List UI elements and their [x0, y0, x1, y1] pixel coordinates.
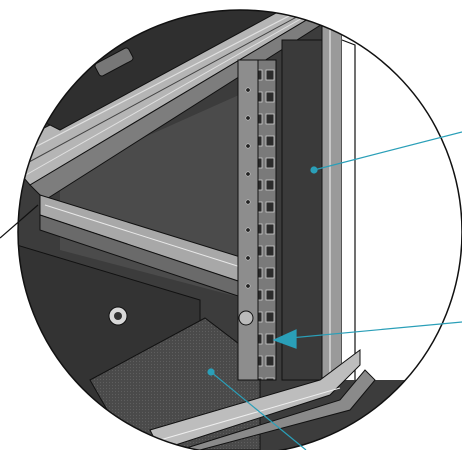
side-panel: [281, 39, 323, 381]
rail-round-holes: [245, 87, 251, 289]
side-frame-post: [321, 19, 343, 381]
bottom-frame: [149, 349, 361, 450]
circle-magnifier-frame: [17, 9, 462, 450]
floor-screw-icon: [108, 306, 128, 326]
floor-plate-dot: [207, 368, 215, 376]
floor-plate-callout: [210, 371, 307, 450]
side-panel-callout: [313, 131, 462, 171]
callout-leaders: [0, 131, 462, 450]
rail-bolt-icon: [238, 310, 254, 326]
side-panel-dot: [310, 166, 318, 174]
rail-callout: [289, 321, 462, 339]
outside-area: [342, 20, 462, 380]
left-leader: [0, 204, 39, 239]
arrow-head-icon: [272, 329, 297, 349]
top-bracket: [94, 47, 134, 77]
rail-square-holes: [257, 59, 277, 381]
